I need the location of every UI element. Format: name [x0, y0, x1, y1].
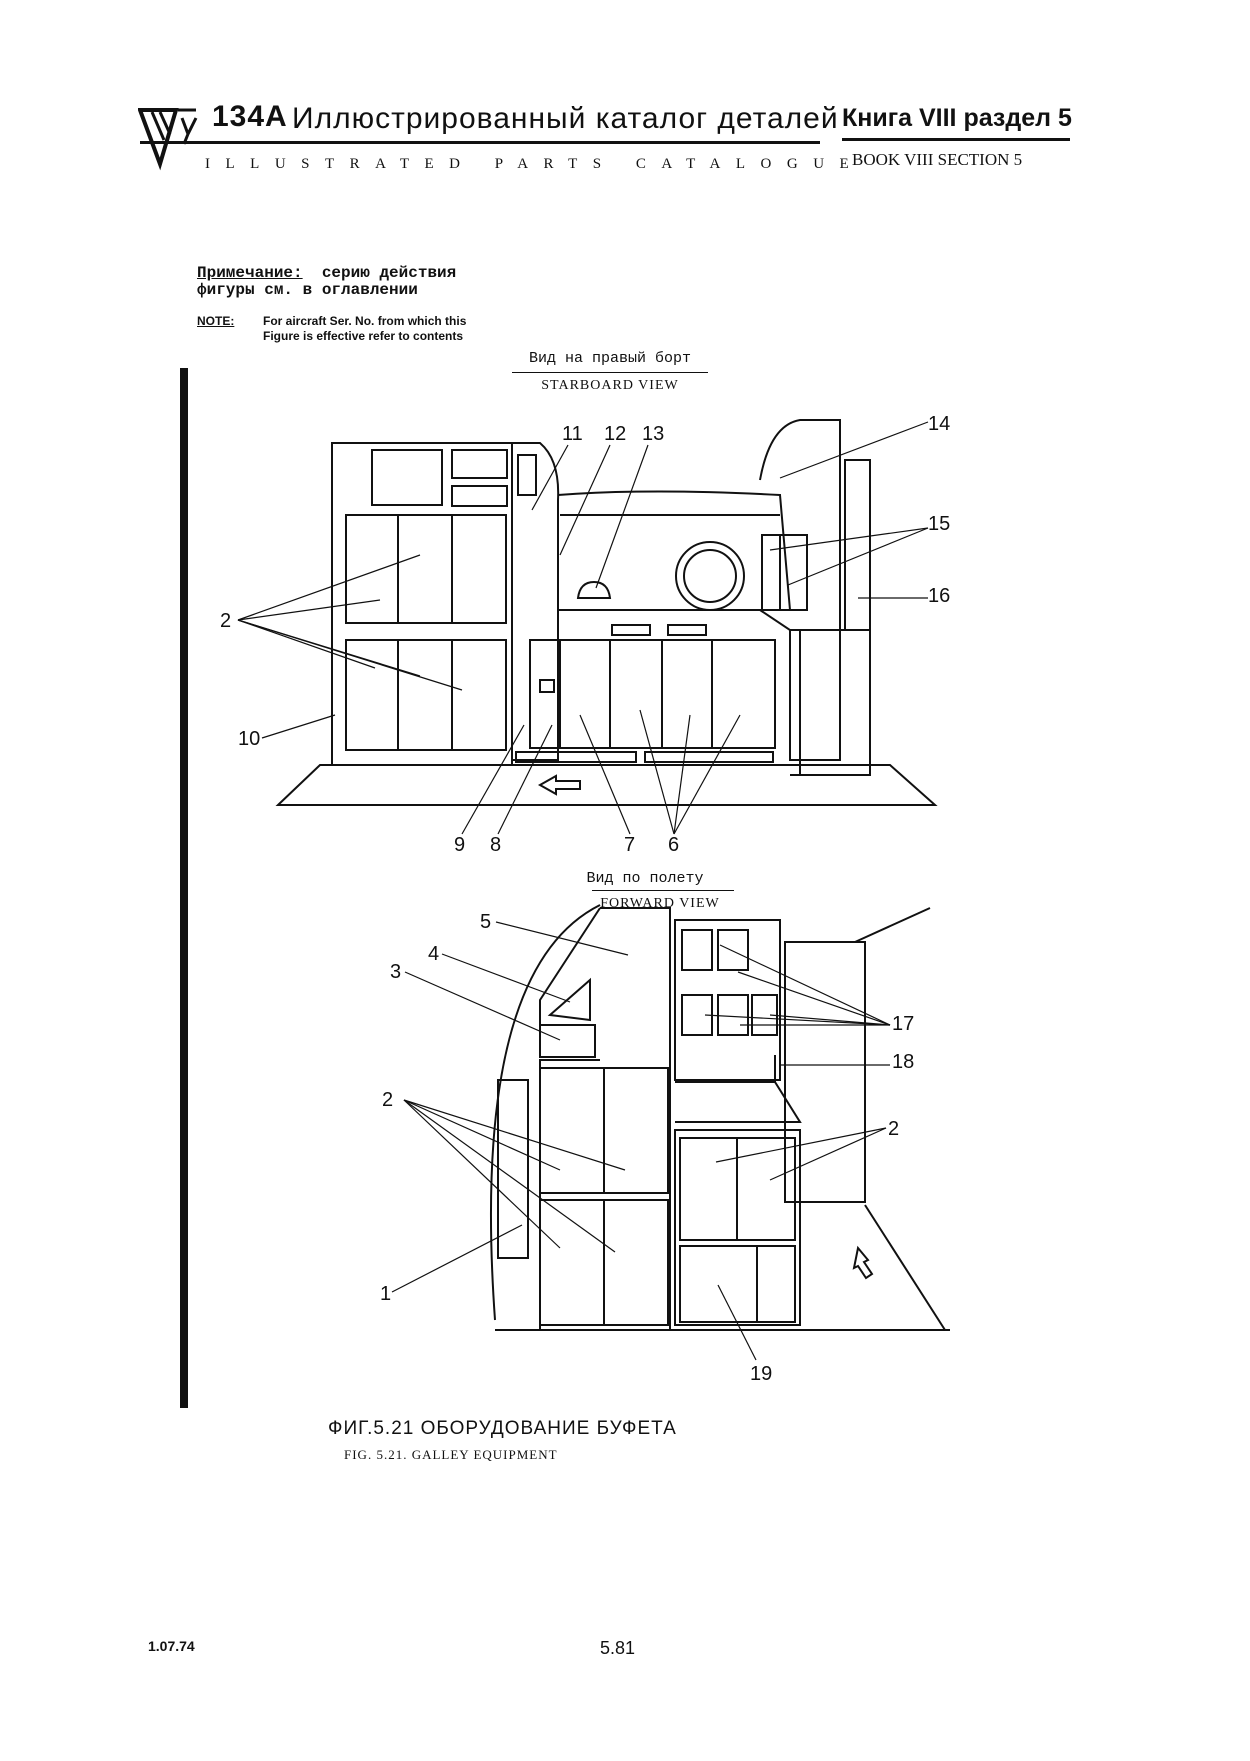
aircraft-model: 134A	[212, 100, 288, 133]
margin-change-bar	[180, 368, 188, 1408]
callout-1: 1	[380, 1283, 391, 1305]
book-section-en: BOOK VIII SECTION 5	[852, 150, 1023, 169]
book-rule	[842, 138, 1070, 141]
callout-16: 16	[928, 585, 950, 607]
figure-caption-ru: ФИГ.5.21 ОБОРУДОВАНИЕ БУФЕТА	[328, 1418, 677, 1439]
callout-5: 5	[480, 911, 491, 933]
callout-2-starboard: 2	[220, 610, 231, 632]
note-en-label: NOTE:	[197, 314, 235, 328]
starboard-view-title-en: STARBOARD VIEW	[541, 378, 679, 393]
note-ru-text-2: фигуры см. в оглавлении	[197, 281, 418, 299]
catalog-title-en: ILLUSTRATED PARTS CATALOGUE	[205, 156, 865, 172]
manufacturer-logo	[137, 104, 208, 174]
note-ru-label: Примечание:	[197, 264, 303, 282]
starboard-view-rule	[512, 372, 708, 373]
starboard-view-drawing: 11 12 13 14 15 16 2 10 9 8 7 6	[220, 413, 950, 856]
callout-17: 17	[892, 1013, 914, 1035]
note-ru: Примечание: серию действия фигуры см. в …	[197, 265, 456, 299]
callout-8: 8	[490, 834, 501, 856]
callout-12: 12	[604, 423, 626, 445]
starboard-view-title-ru: Вид на правый борт	[528, 350, 692, 367]
forward-view-drawing: 5 4 3 2 1 17 18 2 19	[380, 904, 950, 1385]
callout-13: 13	[642, 423, 664, 445]
callout-4: 4	[428, 943, 439, 965]
callout-7: 7	[624, 834, 635, 856]
callout-2-forward-left: 2	[382, 1089, 393, 1111]
callout-14: 14	[928, 413, 950, 435]
callout-11: 11	[562, 423, 583, 445]
callout-9: 9	[454, 834, 465, 856]
callout-10: 10	[238, 728, 260, 750]
callout-6: 6	[668, 834, 679, 856]
callout-18: 18	[892, 1051, 914, 1073]
callout-2-forward-right: 2	[888, 1118, 899, 1140]
book-section-ru: Книга VIII раздел 5	[842, 104, 1072, 132]
note-en: NOTE: For aircraft Ser. No. from which t…	[197, 314, 466, 343]
page-number: 5.81	[600, 1638, 636, 1658]
figure-caption-en: FIG. 5.21. GALLEY EQUIPMENT	[344, 1447, 558, 1462]
callout-15: 15	[928, 513, 950, 535]
note-ru-text-1: серию действия	[321, 264, 457, 282]
callout-3: 3	[390, 961, 401, 983]
callout-19: 19	[750, 1363, 772, 1385]
forward-view-rule	[592, 890, 734, 891]
header-rule	[140, 141, 820, 144]
forward-view-title-ru: Вид по полету	[586, 870, 704, 887]
note-en-text: For aircraft Ser. No. from which this Fi…	[263, 314, 467, 343]
catalog-title-ru: Иллюстрированный каталог деталей	[292, 102, 839, 135]
revision-date: 1.07.74	[148, 1638, 195, 1654]
